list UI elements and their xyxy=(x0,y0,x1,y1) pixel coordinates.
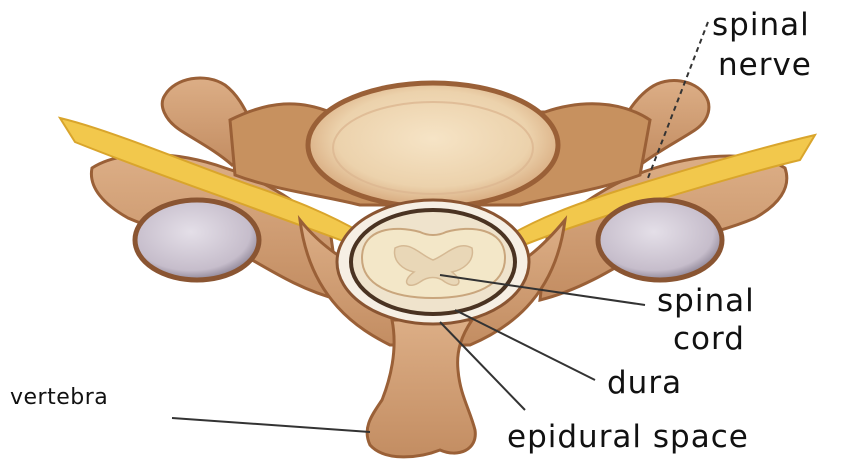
label-spinal-nerve-line1: spinal xyxy=(712,10,810,41)
label-spinal-nerve-line2: nerve xyxy=(718,50,812,81)
leader-vertebra xyxy=(172,418,370,432)
label-spinal-cord-line1: spinal xyxy=(657,286,755,317)
label-dura: dura xyxy=(607,368,682,399)
left-facet xyxy=(135,200,259,280)
label-spinal-cord-line2: cord xyxy=(673,324,745,355)
right-facet xyxy=(598,200,722,280)
label-vertebra: vertebra xyxy=(10,387,108,409)
leader-dura xyxy=(455,310,595,380)
label-epidural-space: epidural space xyxy=(507,422,749,453)
